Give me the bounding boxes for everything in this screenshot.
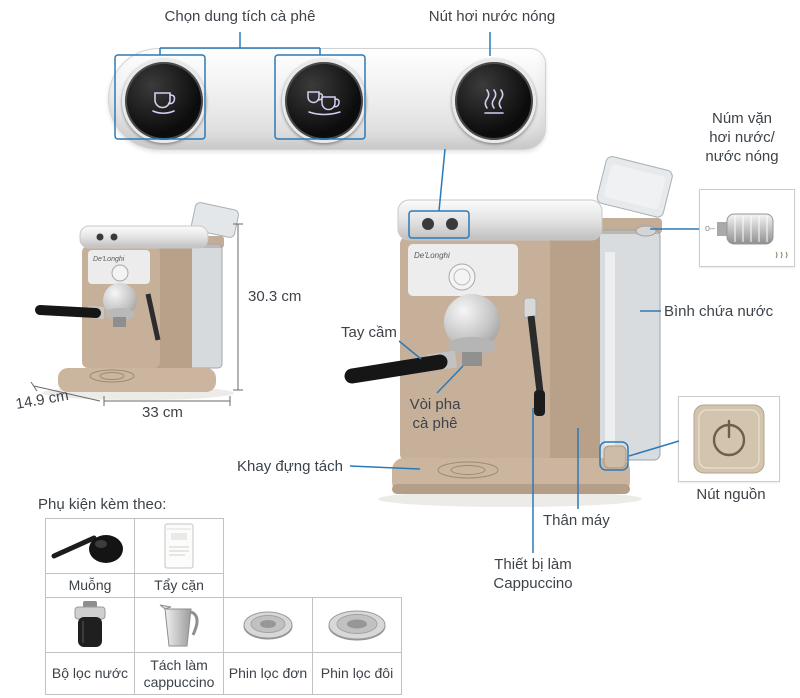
accessories-row-2: Bộ lọc nước Tách làm cappuccino [45, 597, 402, 695]
steam-button [452, 59, 536, 143]
portafilter-handle [344, 354, 448, 384]
machine-small: De'Longhi [35, 202, 239, 400]
double-filter-basket-icon [328, 610, 386, 641]
coffee-spout [462, 352, 482, 366]
steam-icon [484, 89, 504, 114]
accessory-label: Tẩy cặn [134, 574, 224, 598]
accessory-descaler: Tẩy cặn [134, 518, 224, 598]
single-filter-basket-icon [243, 611, 293, 640]
dimension-depth: 14.9 cm [14, 386, 70, 413]
power-button [603, 445, 627, 469]
label-power-button: Nút nguồn [696, 486, 766, 503]
steam-knob [635, 225, 657, 237]
accessory-label: Muỗng [45, 574, 135, 598]
label-water-tank: Bình chứa nước [664, 303, 774, 320]
single-cup-icon [152, 92, 176, 115]
power-button-inset [678, 396, 780, 482]
brand-logo: De'Longhi [93, 256, 125, 263]
cappuccino-frother [527, 315, 544, 393]
water-tank [597, 229, 661, 461]
mini-steam-icon [775, 251, 788, 259]
dimension-height: 30.3 cm [248, 288, 302, 305]
small-steam-wand [145, 293, 161, 341]
power-symbol-icon [712, 419, 746, 457]
accessory-label: Phin lọc đơn [223, 653, 313, 695]
steam-knob-inset: o– [699, 189, 795, 267]
label-handle: Tay cầm [341, 324, 397, 341]
small-tank-lid [191, 202, 239, 238]
tank-lid [596, 156, 673, 218]
small-group-head [103, 283, 137, 317]
small-portafilter-handle [35, 305, 101, 318]
accessory-milk-pitcher: Tách làm cappuccino [134, 597, 224, 695]
label-cappuccino: Thiết bị làm Cappuccino [493, 556, 573, 592]
accessory-label: Bộ lọc nước [45, 653, 135, 695]
accessory-water-filter: Bộ lọc nước [45, 597, 135, 695]
label-cup-tray: Khay đựng tách [237, 458, 343, 475]
cup-tray [392, 458, 630, 494]
steam-knob-image: o– [705, 213, 788, 259]
dimension-lines [30, 223, 243, 406]
accessory-single-filter: Phin lọc đơn [223, 597, 313, 695]
accessory-double-filter: Phin lọc đôi [312, 597, 402, 695]
accessories-heading: Phụ kiện kèm theo: [38, 496, 167, 513]
label-coffee-volume: Chọn dung tích cà phê [164, 8, 316, 25]
descaler-packet-icon [164, 523, 194, 569]
accessory-scoop: Muỗng [45, 518, 135, 598]
water-filter-icon [74, 601, 106, 647]
label-steam-knob: Núm vặn hơi nước/ nước nóng [705, 110, 779, 165]
accessories-row-1: Muỗng Tẩy cặn [45, 518, 224, 598]
brand-logo: De'Longhi [414, 251, 450, 260]
milk-pitcher-icon [159, 604, 199, 647]
dimension-width: 33 cm [142, 404, 183, 421]
double-cup-button [282, 59, 366, 143]
control-panel-zoom [108, 48, 546, 150]
label-steam-button: Nút hơi nước nóng [428, 8, 556, 25]
single-cup-button [122, 59, 206, 143]
scoop-icon [51, 535, 123, 563]
accessory-label: Phin lọc đôi [312, 653, 402, 695]
accessory-label: Tách làm cappuccino [134, 653, 224, 695]
small-water-tank [187, 243, 223, 369]
double-cup-icon [307, 91, 341, 116]
label-coffee-spout: Vòi pha cà phê [409, 396, 461, 432]
svg-text:o–: o– [705, 223, 715, 233]
machine-main: De'Longhi [344, 156, 673, 507]
power-button-image [693, 404, 765, 474]
label-body: Thân máy [543, 512, 610, 529]
group-head [444, 294, 500, 350]
